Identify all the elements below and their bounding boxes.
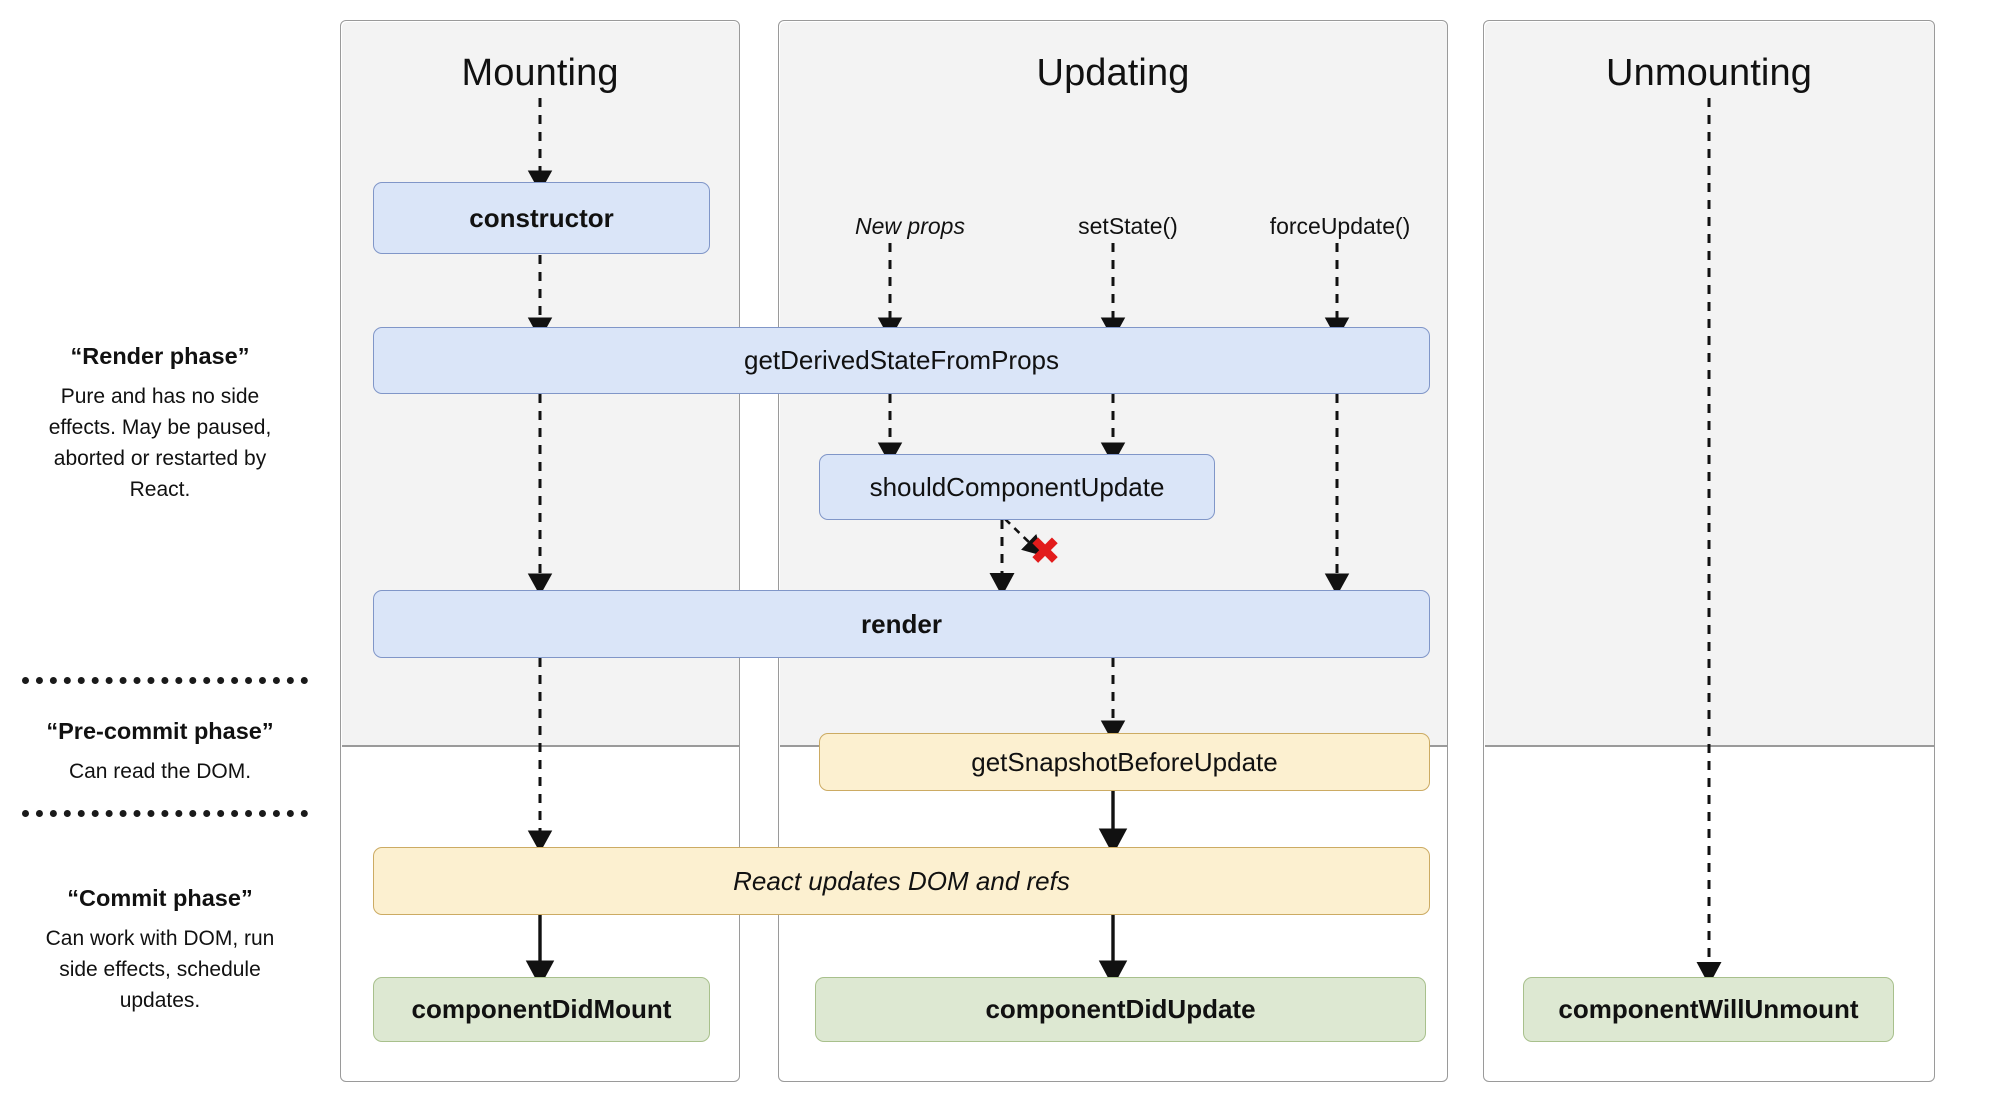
lifecycle-box-react-updates-dom-and-refs-label: React updates DOM and refs — [733, 865, 1070, 896]
lifecycle-box-should-component-update[interactable]: shouldComponentUpdate — [819, 454, 1215, 520]
trigger-label-set-state: setState() — [1078, 213, 1178, 239]
trigger-label-force-update: forceUpdate() — [1269, 213, 1411, 239]
lifecycle-box-should-component-update-label: shouldComponentUpdate — [869, 471, 1165, 502]
column-mounting-phase-divider — [341, 745, 739, 747]
lifecycle-box-get-derived-state-from-props[interactable]: getDerivedStateFromProps — [373, 327, 1430, 394]
trigger-label-new-props: New props — [855, 213, 965, 239]
lifecycle-box-render-label: render — [861, 608, 942, 639]
phase-label-render-phase: “Render phase” — [70, 343, 250, 369]
lifecycle-box-get-snapshot-before-update[interactable]: getSnapshotBeforeUpdate — [819, 733, 1430, 791]
lifecycle-box-constructor[interactable]: constructor — [373, 182, 710, 254]
lifecycle-box-render[interactable]: render — [373, 590, 1430, 658]
phase-description-commit-phase: Can work with DOM, run side effects, sch… — [45, 927, 275, 1012]
lifecycle-box-component-will-unmount-label: componentWillUnmount — [1558, 994, 1859, 1024]
phase-description-render-phase: Pure and has no side effects. May be pau… — [48, 385, 272, 501]
lifecycle-box-component-did-mount-label: componentDidMount — [411, 994, 672, 1024]
column-title-mounting: Mounting — [461, 52, 619, 94]
lifecycle-box-constructor-label: constructor — [469, 202, 614, 233]
column-title-unmounting: Unmounting — [1606, 52, 1812, 94]
column-unmounting-phase-divider — [1484, 745, 1934, 747]
lifecycle-box-component-will-unmount[interactable]: componentWillUnmount — [1523, 977, 1894, 1042]
phase-label-commit-phase: “Commit phase” — [67, 885, 253, 911]
lifecycle-box-component-did-mount[interactable]: componentDidMount — [373, 977, 710, 1042]
phase-separator-top — [22, 677, 308, 684]
lifecycle-box-component-did-update-label: componentDidUpdate — [985, 994, 1256, 1024]
render-skipped-x-icon: ✖ — [1029, 529, 1061, 573]
lifecycle-box-component-did-update[interactable]: componentDidUpdate — [815, 977, 1426, 1042]
lifecycle-box-react-updates-dom-and-refs[interactable]: React updates DOM and refs — [373, 847, 1430, 915]
lifecycle-box-get-snapshot-before-update-label: getSnapshotBeforeUpdate — [971, 746, 1278, 777]
phase-separator-bottom — [22, 810, 308, 817]
phase-label-pre-commit-phase: “Pre-commit phase” — [46, 718, 274, 744]
lifecycle-box-get-derived-state-from-props-label: getDerivedStateFromProps — [743, 345, 1060, 375]
phase-description-pre-commit-phase: Can read the DOM. — [68, 760, 252, 783]
column-title-updating: Updating — [1036, 52, 1190, 94]
column-unmounting-render-phase-shade — [1484, 21, 1934, 747]
